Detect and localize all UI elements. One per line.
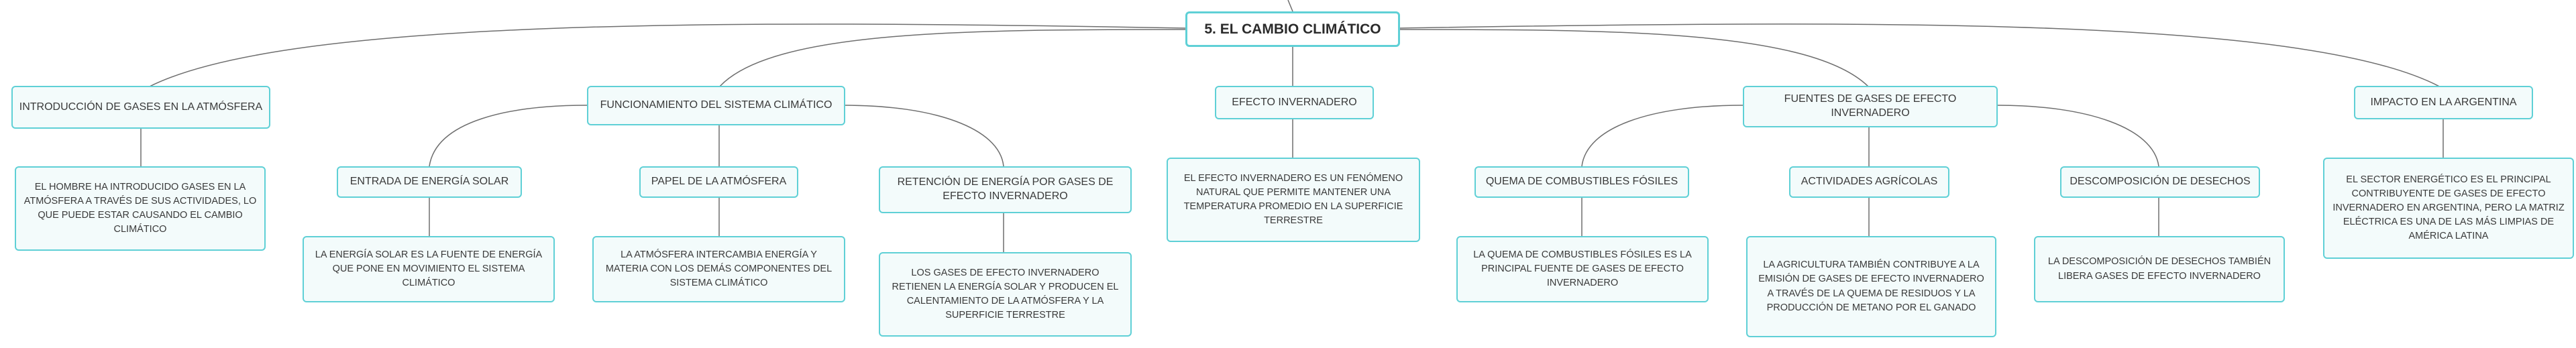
connector-fuentes-quema [1581, 105, 1743, 167]
impacto-argentina-description[interactable]: EL SECTOR ENERGÉTICO ES EL PRINCIPAL CON… [2323, 158, 2574, 259]
root-node[interactable]: 5. EL CAMBIO CLIMÁTICO [1185, 11, 1400, 47]
entrada-energia-solar-description[interactable]: LA ENERGÍA SOLAR ES LA FUENTE DE ENERGÍA… [303, 236, 555, 302]
connector-root-impacto [1398, 23, 2444, 89]
topic-fuentes-gases[interactable]: FUENTES DE GASES DE EFECTO INVERNADERO [1743, 86, 1998, 127]
subtopic-retencion-energia[interactable]: RETENCIÓN DE ENERGÍA POR GASES DE EFECTO… [879, 166, 1132, 213]
descomposicion-desechos-description[interactable]: LA DESCOMPOSICIÓN DE DESECHOS TAMBIÉN LI… [2034, 236, 2285, 302]
actividades-agricolas-description[interactable]: LA AGRICULTURA TAMBIÉN CONTRIBUYE A LA E… [1746, 236, 1996, 337]
subtopic-descomposicion-desechos[interactable]: DESCOMPOSICIÓN DE DESECHOS [2060, 166, 2260, 198]
topic-efecto-invernadero[interactable]: EFECTO INVERNADERO [1215, 86, 1374, 119]
connector-func-retencion [845, 105, 1004, 167]
subtopic-quema-combustibles[interactable]: QUEMA DE COMBUSTIBLES FÓSILES [1474, 166, 1689, 198]
connector-root-funcionamiento [718, 29, 1188, 88]
subtopic-actividades-agricolas[interactable]: ACTIVIDADES AGRÍCOLAS [1789, 166, 1949, 198]
quema-combustibles-description[interactable]: LA QUEMA DE COMBUSTIBLES FÓSILES ES LA P… [1456, 236, 1709, 302]
connector-root-intro [140, 23, 1188, 92]
efecto-invernadero-description[interactable]: EL EFECTO INVERNADERO ES UN FENÓMENO NAT… [1167, 158, 1420, 242]
connector-func-solar [429, 105, 588, 167]
topic-impacto-argentina[interactable]: IMPACTO EN LA ARGENTINA [2354, 86, 2533, 119]
retencion-energia-description[interactable]: LOS GASES DE EFECTO INVERNADERO RETIENEN… [879, 252, 1132, 337]
papel-atmosfera-description[interactable]: LA ATMÓSFERA INTERCAMBIA ENERGÍA Y MATER… [592, 236, 845, 302]
subtopic-entrada-energia-solar[interactable]: ENTRADA DE ENERGÍA SOLAR [337, 166, 522, 198]
introduccion-description[interactable]: EL HOMBRE HA INTRODUCIDO GASES EN LA ATM… [15, 166, 266, 251]
connector-root-fuentes [1398, 29, 1870, 88]
connector-root-top [1287, 0, 1293, 12]
subtopic-papel-atmosfera[interactable]: PAPEL DE LA ATMÓSFERA [639, 166, 798, 198]
connector-fuentes-desechos [1997, 105, 2159, 167]
topic-funcionamiento-sistema[interactable]: FUNCIONAMIENTO DEL SISTEMA CLIMÁTICO [587, 86, 845, 125]
topic-introduccion-gases[interactable]: INTRODUCCIÓN DE GASES EN LA ATMÓSFERA [11, 86, 270, 129]
